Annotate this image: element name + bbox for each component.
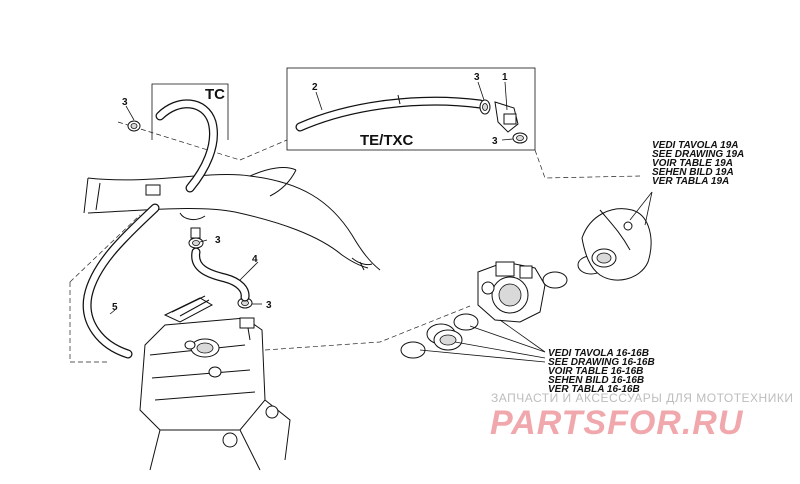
intake-boot: [426, 323, 463, 351]
dashed-leaders: [69, 121, 641, 363]
fitting-1: [494, 101, 519, 133]
tc-hose: [155, 99, 218, 193]
callout-3-tc: 3: [122, 97, 128, 108]
clamp-tc: [127, 120, 141, 132]
clamp-top-hose4: [188, 227, 204, 249]
tc-box-label: TC: [205, 86, 225, 103]
callout-3-hose2: 3: [474, 72, 480, 83]
engine-cylinder-head: [139, 295, 291, 471]
callout-4: 4: [252, 254, 258, 265]
callout-5: 5: [112, 302, 118, 313]
te-txc-box-label: TE/TXC: [360, 132, 414, 149]
ref-16b-line: VER TABLA 16-16B: [548, 384, 640, 395]
ref-16b-line: SEHEN BILD 16-16B: [548, 375, 644, 386]
clamp-fitting1: [512, 132, 528, 144]
ref-19a-line: VOIR TABLE 19A: [652, 158, 733, 169]
hose-4: [191, 247, 250, 302]
tc-detail-frame: TC: [151, 83, 229, 140]
airbox-duct: [581, 208, 652, 281]
ref-19a-line: VER TABLA 19A: [652, 176, 729, 187]
callout-3-upper: 3: [215, 235, 221, 246]
watermark: ЗАПЧАСТИ И АКСЕССУАРЫ ДЛЯ МОТОТЕХНИКИ PA…: [490, 391, 793, 442]
frame-tube: [83, 167, 381, 271]
watermark-logo: PARTSFOR.RU: [490, 404, 744, 442]
throttle-body: [477, 261, 546, 323]
ref-16b-line: VEDI TAVOLA 16-16B: [548, 348, 649, 359]
ref-19a-line: SEE DRAWING 19A: [652, 149, 744, 160]
callout-2: 2: [312, 82, 318, 93]
ref-19a-line: VEDI TAVOLA 19A: [652, 140, 739, 151]
callout-numbers: 3 3 4 3 5 2 3 1 3: [112, 72, 508, 313]
callout-3-lower: 3: [266, 300, 272, 311]
ref-16b-line: VOIR TABLE 16-16B: [548, 366, 643, 377]
callout-leaders: [109, 81, 653, 363]
callout-3-fitting: 3: [492, 136, 498, 147]
ref-19a-block: VEDI TAVOLA 19A SEE DRAWING 19A VOIR TAB…: [652, 140, 744, 187]
hose-5: [82, 203, 160, 359]
ref-16b-line: SEE DRAWING 16-16B: [548, 357, 655, 368]
clamp-hose2: [479, 99, 491, 115]
hose-2: [295, 94, 485, 132]
callout-1: 1: [502, 72, 508, 83]
watermark-tagline: ЗАПЧАСТИ И АКСЕССУАРЫ ДЛЯ МОТОТЕХНИКИ: [491, 391, 793, 405]
ref-16b-block: VEDI TAVOLA 16-16B SEE DRAWING 16-16B VO…: [548, 348, 655, 395]
te-txc-detail-frame: TE/TXC: [286, 67, 536, 151]
ref-19a-line: SEHEN BILD 19A: [652, 167, 734, 178]
